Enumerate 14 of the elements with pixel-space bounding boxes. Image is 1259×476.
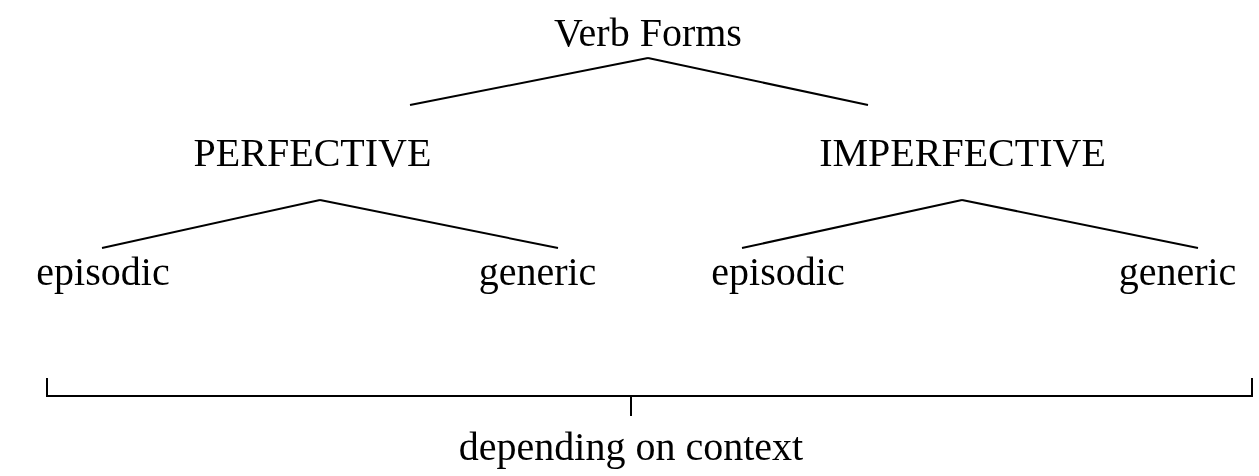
tree-branch-line [647,57,869,106]
tree-branch-line [741,199,963,249]
node-label: generic [478,252,597,292]
tree-branch-line [101,199,321,249]
node-label: Verb Forms [554,13,742,53]
tree-branch-line [961,199,1199,249]
node-label: episodic [711,252,845,292]
node-label: episodic [36,252,170,292]
bracket-caption: depending on context [457,424,805,468]
tree-branch-line [319,199,559,249]
node-label: IMPERFECTIVE [819,132,1106,173]
tree-branch-line [409,57,649,106]
node-label: PERFECTIVE [193,132,432,173]
node-label: generic [1118,252,1237,292]
